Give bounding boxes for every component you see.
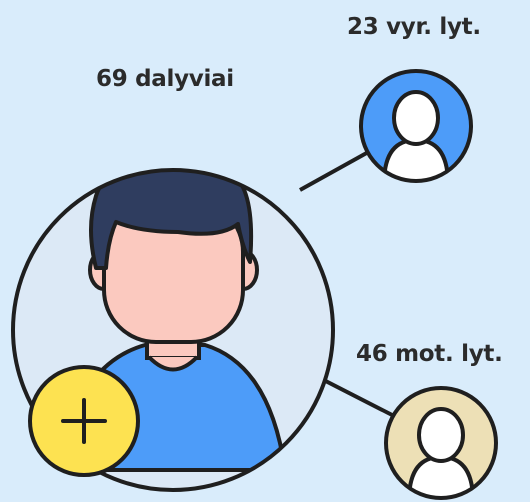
female-count-label: 46 mot. lyt. bbox=[356, 341, 503, 367]
female-node bbox=[384, 386, 498, 500]
user-silhouette-icon bbox=[381, 90, 451, 181]
add-participant-button[interactable] bbox=[28, 365, 140, 477]
user-silhouette-icon bbox=[406, 407, 476, 498]
plus-icon bbox=[61, 398, 107, 444]
male-count-label: 23 vyr. lyt. bbox=[347, 14, 481, 40]
male-node bbox=[359, 69, 473, 183]
total-participants-label: 69 dalyviai bbox=[96, 66, 234, 92]
connector-line-male bbox=[299, 148, 373, 192]
